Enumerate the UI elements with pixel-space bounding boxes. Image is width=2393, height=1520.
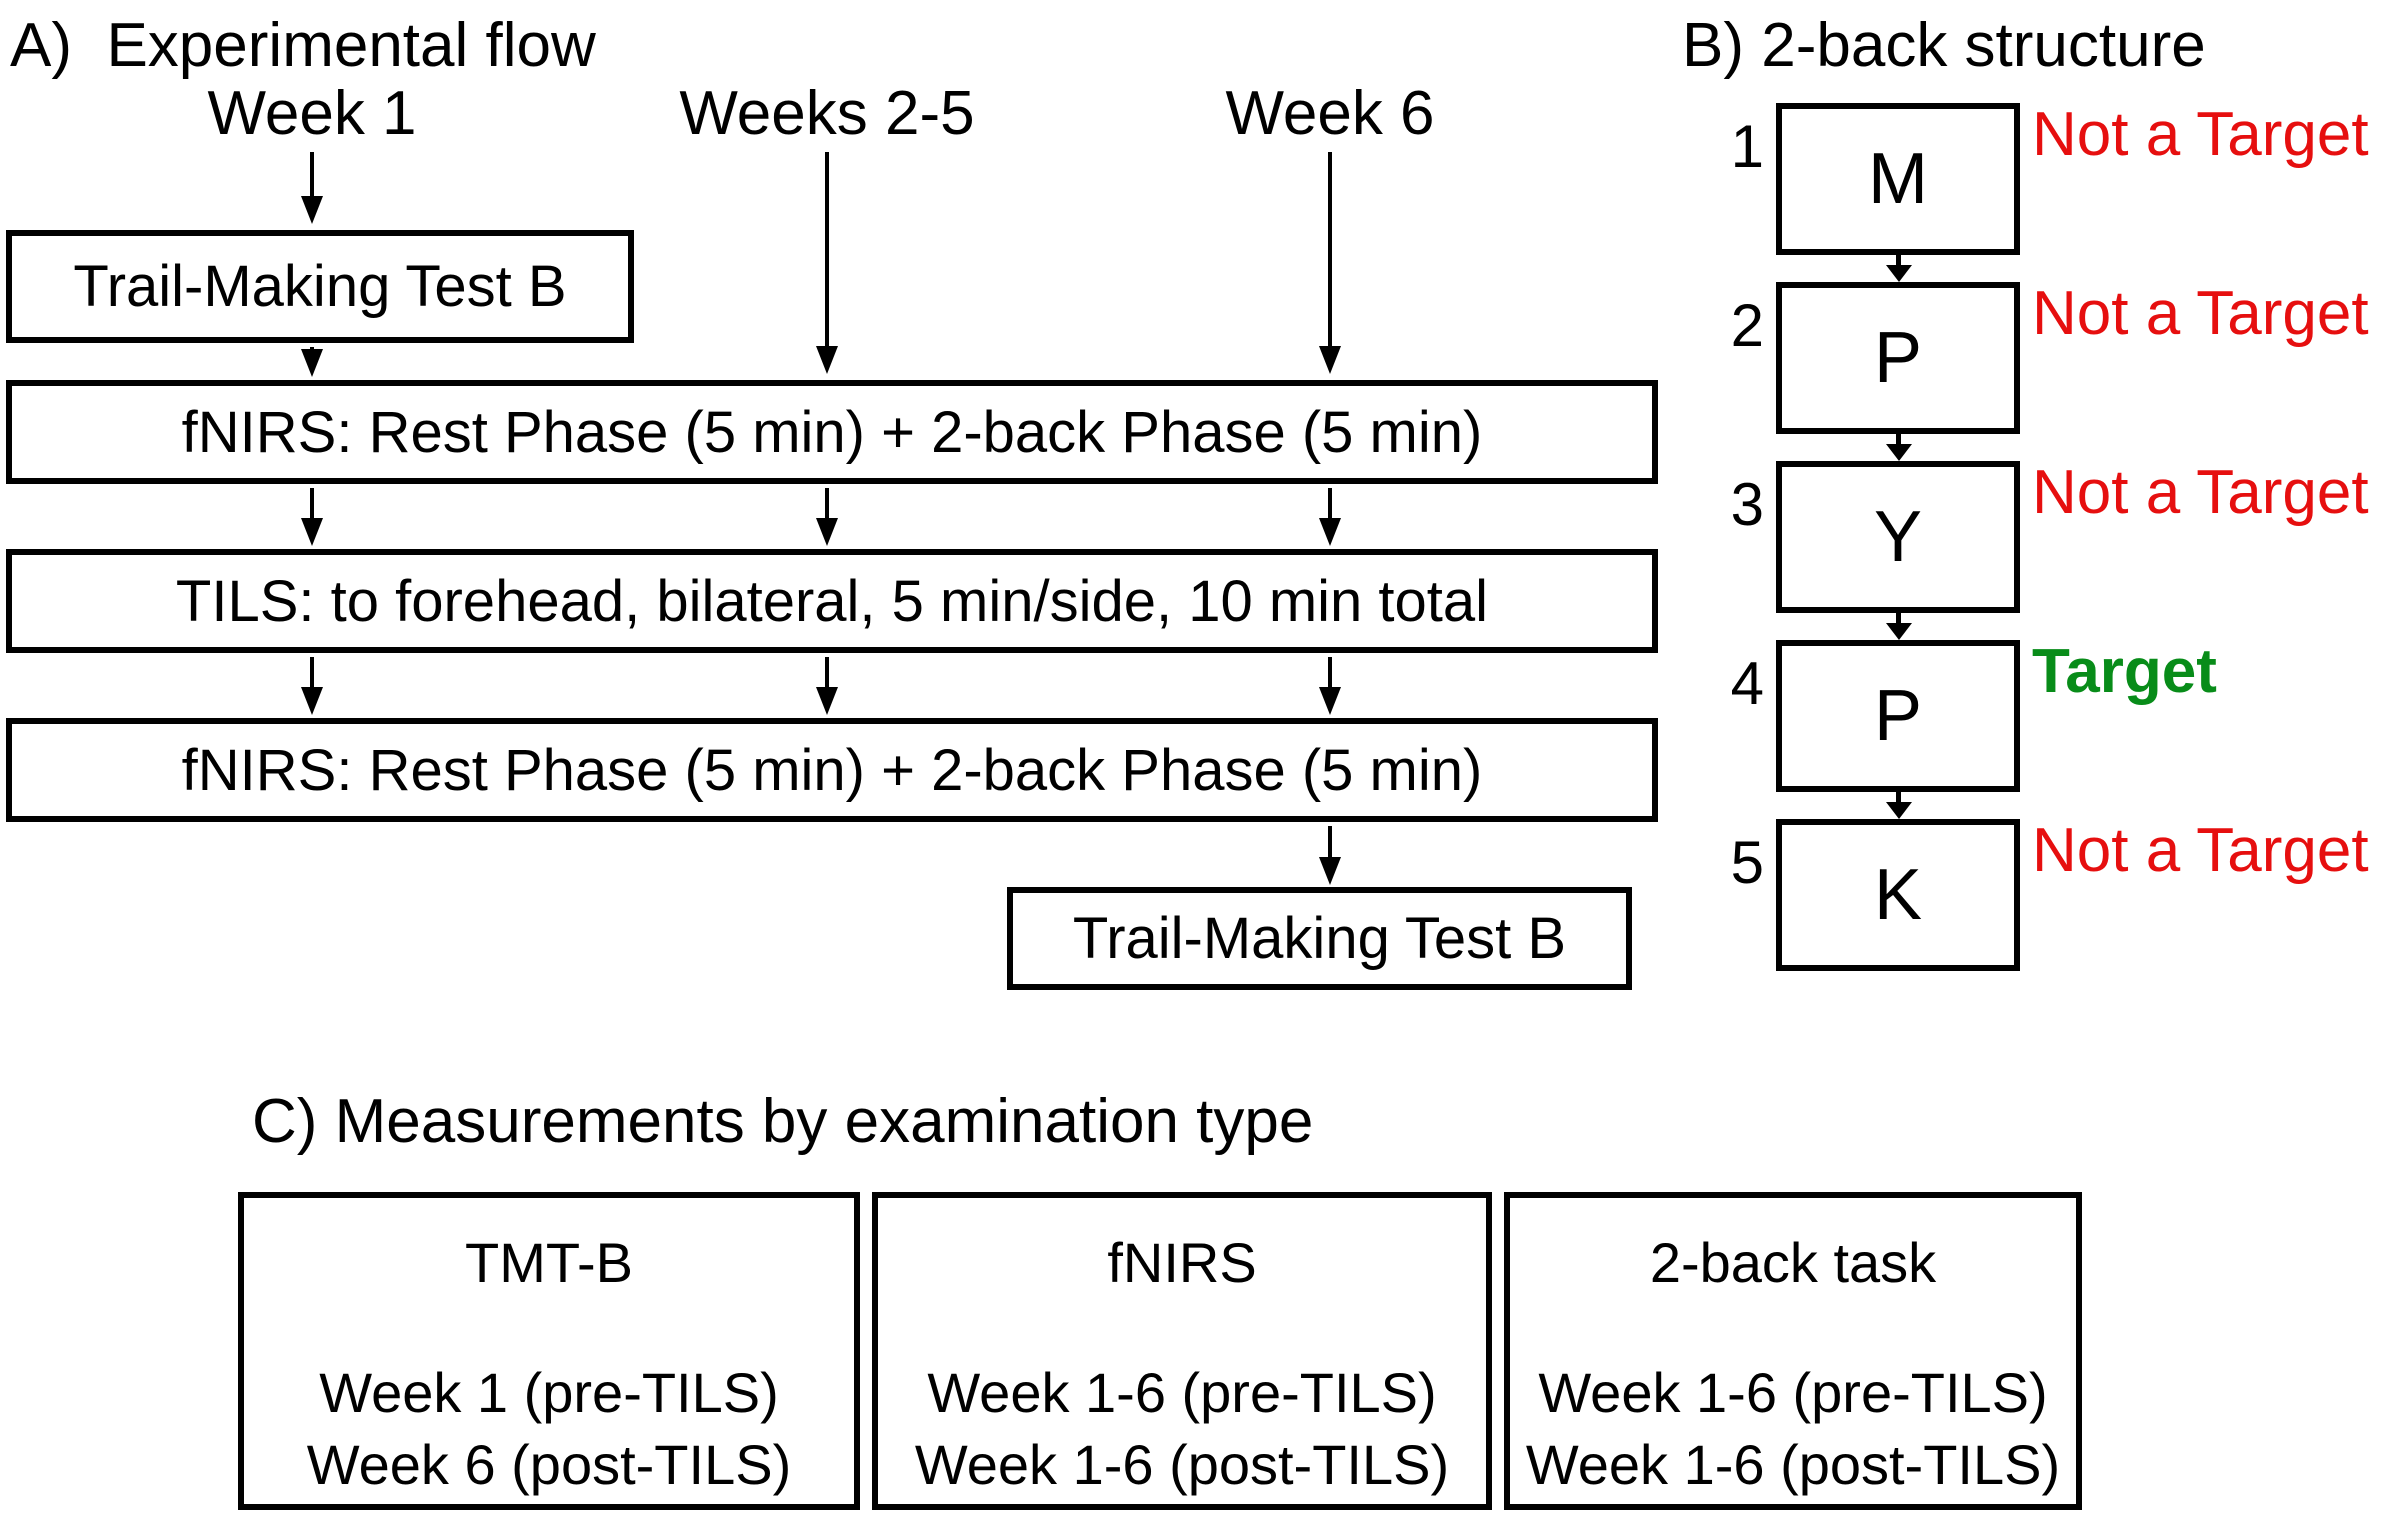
arrow-down-icon [1328,657,1332,687]
trial-result-label: Target [2032,637,2217,706]
arrow-down-icon [825,152,829,346]
arrow-down-icon [825,657,829,687]
trial-letter: P [1873,676,1923,756]
card-heading: fNIRS [1107,1231,1257,1294]
card-heading: TMT-B [465,1231,633,1294]
trial-letter: Y [1873,497,1923,577]
card-line: Week 1 (pre-TILS) [319,1361,779,1424]
arrow-down-icon [1896,613,1901,623]
trial-result-label: Not a Target [2032,100,2369,169]
arrow-down-icon [1328,488,1332,518]
panel-b-title: B) 2-back structure [1682,11,2206,80]
trial-stimulus-box: K [1776,819,2020,971]
trial-stimulus-box: M [1776,103,2020,255]
card-line: Week 1-6 (pre-TILS) [927,1361,1437,1424]
trial-number: 3 [1730,471,1764,538]
trial-stimulus-box: P [1776,282,2020,434]
arrow-down-icon [1896,255,1901,265]
trial-result-label: Not a Target [2032,816,2369,885]
column-header-week6: Week 6 [1225,79,1435,148]
trial-number: 1 [1730,113,1764,180]
measurement-card-fnirs: fNIRS Week 1-6 (pre-TILS) Week 1-6 (post… [872,1192,1492,1510]
trial-number: 2 [1730,292,1764,359]
card-line: Week 6 (post-TILS) [306,1433,792,1496]
column-header-weeks2-5: Weeks 2-5 [679,79,975,148]
trial-letter: M [1868,139,1928,219]
arrow-down-icon [1328,152,1332,346]
card-line: Week 1-6 (pre-TILS) [1538,1361,2048,1424]
trial-result-label: Not a Target [2032,279,2369,348]
measurement-card-2back: 2-back task Week 1-6 (pre-TILS) Week 1-6… [1504,1192,2082,1510]
arrow-down-icon [310,347,314,349]
trial-letter: K [1873,855,1923,935]
box-trail-making-test-b-top: Trail-Making Test B [6,230,634,343]
card-line: Week 1-6 (post-TILS) [914,1433,1450,1496]
arrow-down-icon [310,152,314,196]
card-line: Week 1-6 (post-TILS) [1525,1433,2061,1496]
arrow-down-icon [310,488,314,518]
trial-number: 4 [1730,650,1764,717]
arrow-down-icon [1896,792,1901,802]
arrow-down-icon [1896,434,1901,444]
box-trail-making-test-b-bottom: Trail-Making Test B [1007,887,1632,990]
trial-number: 5 [1730,829,1764,896]
card-heading: 2-back task [1649,1231,1937,1294]
box-tils: TILS: to forehead, bilateral, 5 min/side… [6,549,1658,653]
arrow-down-icon [310,657,314,687]
trial-stimulus-box: Y [1776,461,2020,613]
arrow-down-icon [825,488,829,518]
trial-result-label: Not a Target [2032,458,2369,527]
panel-a-title: A) Experimental flow [10,11,596,80]
column-header-week1: Week 1 [207,79,417,148]
trial-stimulus-box: P [1776,640,2020,792]
trial-letter: P [1873,318,1923,398]
box-fnirs-pre: fNIRS: Rest Phase (5 min) + 2-back Phase… [6,380,1658,484]
arrow-down-icon [1328,826,1332,857]
box-fnirs-post: fNIRS: Rest Phase (5 min) + 2-back Phase… [6,718,1658,822]
panel-c-title: C) Measurements by examination type [252,1087,1314,1156]
measurement-card-tmtb: TMT-B Week 1 (pre-TILS) Week 6 (post-TIL… [238,1192,860,1510]
